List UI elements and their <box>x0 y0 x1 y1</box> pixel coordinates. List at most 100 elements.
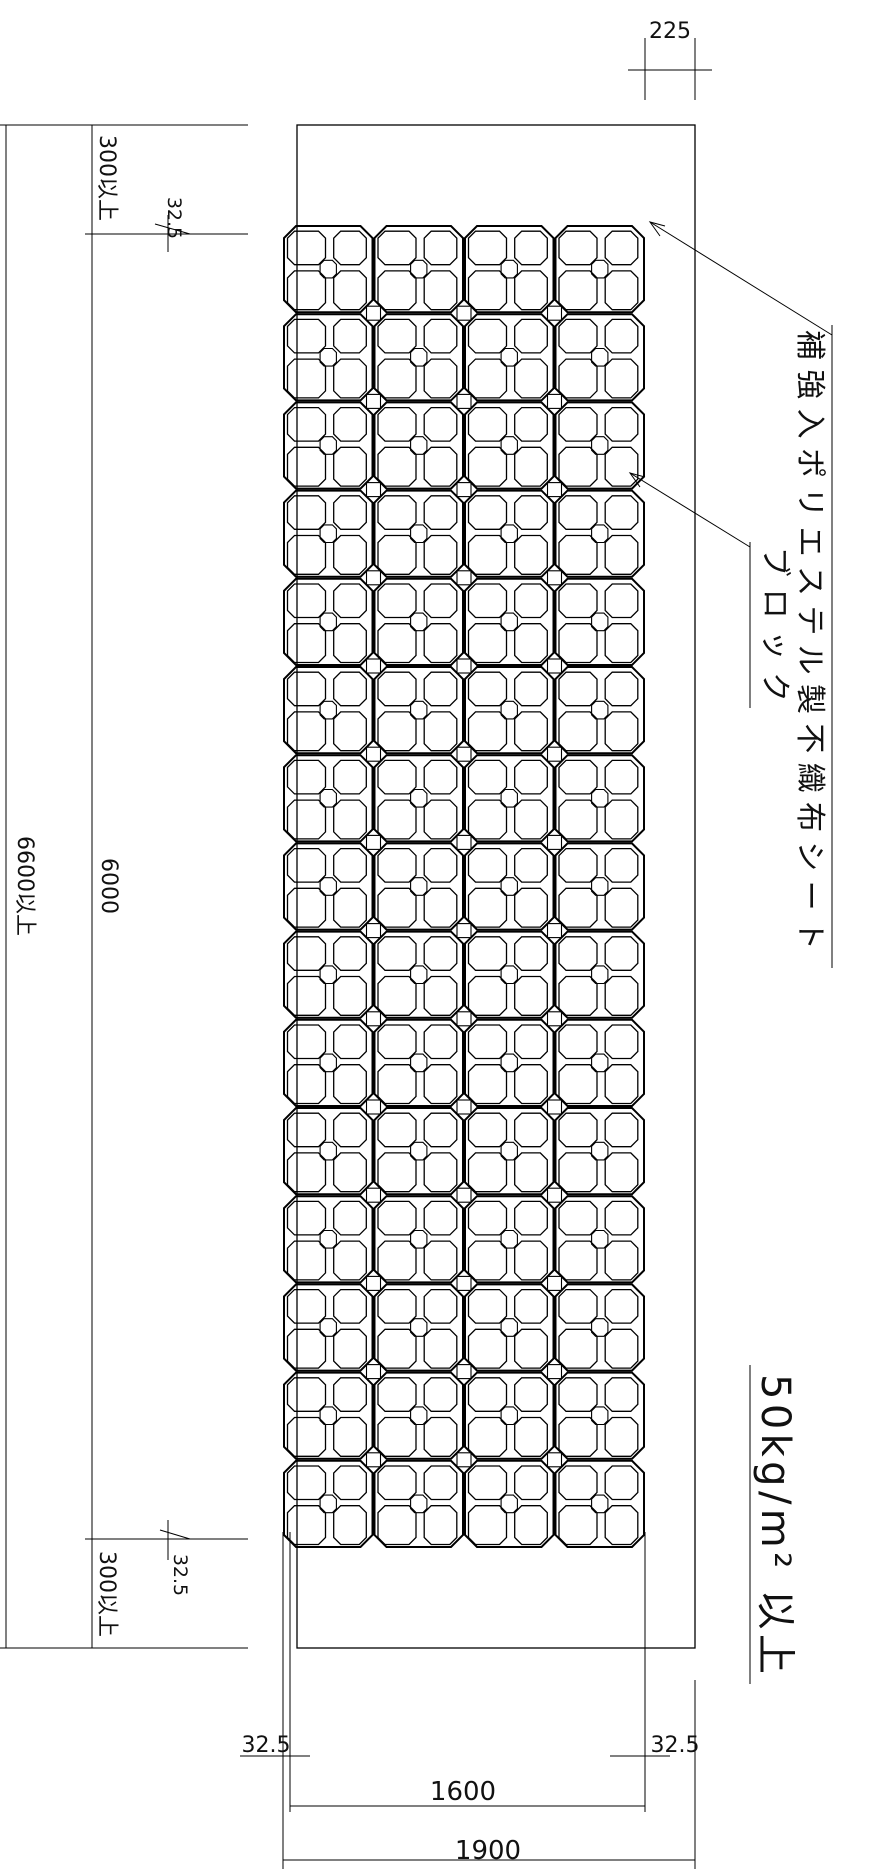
block-joint <box>365 1275 382 1291</box>
block-cell <box>514 847 548 883</box>
block-cell <box>467 230 508 266</box>
block-cell <box>558 1505 598 1546</box>
block-cell <box>283 577 374 666</box>
label-block: ブロック <box>757 547 792 702</box>
block-cell <box>423 1024 458 1060</box>
block-cell <box>333 1112 367 1148</box>
block-cell <box>558 1024 598 1060</box>
dim-left-gap: 32.5 <box>242 1733 291 1758</box>
block-cell <box>467 936 508 971</box>
block-cell <box>604 711 639 752</box>
block-cell <box>286 759 327 795</box>
block-cell <box>464 1018 555 1107</box>
block-joint <box>456 393 472 409</box>
block-cell <box>423 1200 458 1236</box>
block-cell <box>558 711 598 752</box>
block-cell <box>410 259 428 279</box>
block-joint <box>365 1364 382 1380</box>
block-cell <box>514 711 548 752</box>
block-cell <box>500 1053 518 1073</box>
block-cell <box>377 1152 417 1193</box>
block-cell <box>410 965 428 985</box>
block-cell <box>604 1240 639 1281</box>
block-cell <box>286 406 327 442</box>
block-cell <box>500 965 518 985</box>
block-cell <box>604 623 639 664</box>
block-cell <box>514 1112 548 1148</box>
block-cell <box>514 1024 548 1060</box>
block-cell <box>604 446 639 487</box>
block-cell <box>373 754 464 843</box>
block-cell <box>410 612 428 632</box>
block-cell <box>558 446 598 487</box>
block-cell <box>514 358 548 399</box>
block-cell <box>500 877 518 896</box>
block-cell <box>514 799 548 840</box>
block-cell <box>333 711 367 752</box>
block-cell <box>377 1288 417 1324</box>
dim-top-width: 225 <box>649 19 691 44</box>
block-cell <box>604 1152 639 1193</box>
block-cell <box>591 524 609 544</box>
block-cell <box>467 1112 508 1148</box>
block-joint <box>546 1275 563 1291</box>
block-cell <box>467 1328 508 1369</box>
block-cell <box>514 623 548 664</box>
block-cell <box>558 847 598 883</box>
block-cell <box>286 623 327 664</box>
block-cell <box>604 799 639 840</box>
block-joint <box>365 1452 382 1468</box>
block-cell <box>377 1465 417 1501</box>
block-cell <box>423 495 458 530</box>
block-cell <box>464 1459 555 1548</box>
block-cell <box>604 1328 639 1369</box>
block-cell <box>286 358 327 399</box>
block-cell <box>373 401 464 490</box>
block-cell <box>377 1505 417 1546</box>
block-cell <box>286 1112 327 1148</box>
block-cell <box>464 577 555 666</box>
block-joint <box>456 1187 472 1203</box>
block-cell <box>467 1288 508 1324</box>
block-cell <box>333 1240 367 1281</box>
block-cell <box>319 1053 337 1073</box>
dim-bottom-margin: 300以上 <box>94 1551 119 1637</box>
block-joint <box>456 1364 472 1380</box>
block-cell <box>410 436 428 455</box>
block-cell <box>514 1377 548 1412</box>
block-cell <box>333 887 367 928</box>
block-cell <box>500 1141 518 1161</box>
block-cell <box>410 524 428 544</box>
block-cell <box>286 1328 327 1369</box>
block-joint <box>546 658 563 674</box>
block-cell <box>514 1465 548 1501</box>
block-cell <box>554 1195 645 1284</box>
block-cell <box>554 401 645 490</box>
block-cell <box>554 1283 645 1372</box>
block-cell <box>377 358 417 399</box>
block-cell <box>554 577 645 666</box>
block-cell <box>319 1494 337 1514</box>
block-cell <box>604 318 639 354</box>
block-cell <box>377 495 417 530</box>
block-cell <box>464 1283 555 1372</box>
block-cell <box>319 259 337 279</box>
block-cell <box>333 1288 367 1324</box>
block-cell <box>514 230 548 266</box>
block-cell <box>558 1377 598 1412</box>
block-cell <box>423 230 458 266</box>
block-cell <box>514 671 548 707</box>
block-cell <box>319 612 337 632</box>
block-cell <box>514 583 548 619</box>
block-cell <box>373 313 464 402</box>
block-cell <box>373 1018 464 1107</box>
block-cell <box>286 446 327 487</box>
block-cell <box>604 1416 639 1457</box>
block-cell <box>514 1064 548 1105</box>
dim-block-length: 6000 <box>96 858 121 914</box>
block-cell <box>410 347 428 367</box>
block-cell <box>554 313 645 402</box>
block-cell <box>373 842 464 931</box>
block-cell <box>558 1064 598 1105</box>
block-cell <box>604 230 639 266</box>
